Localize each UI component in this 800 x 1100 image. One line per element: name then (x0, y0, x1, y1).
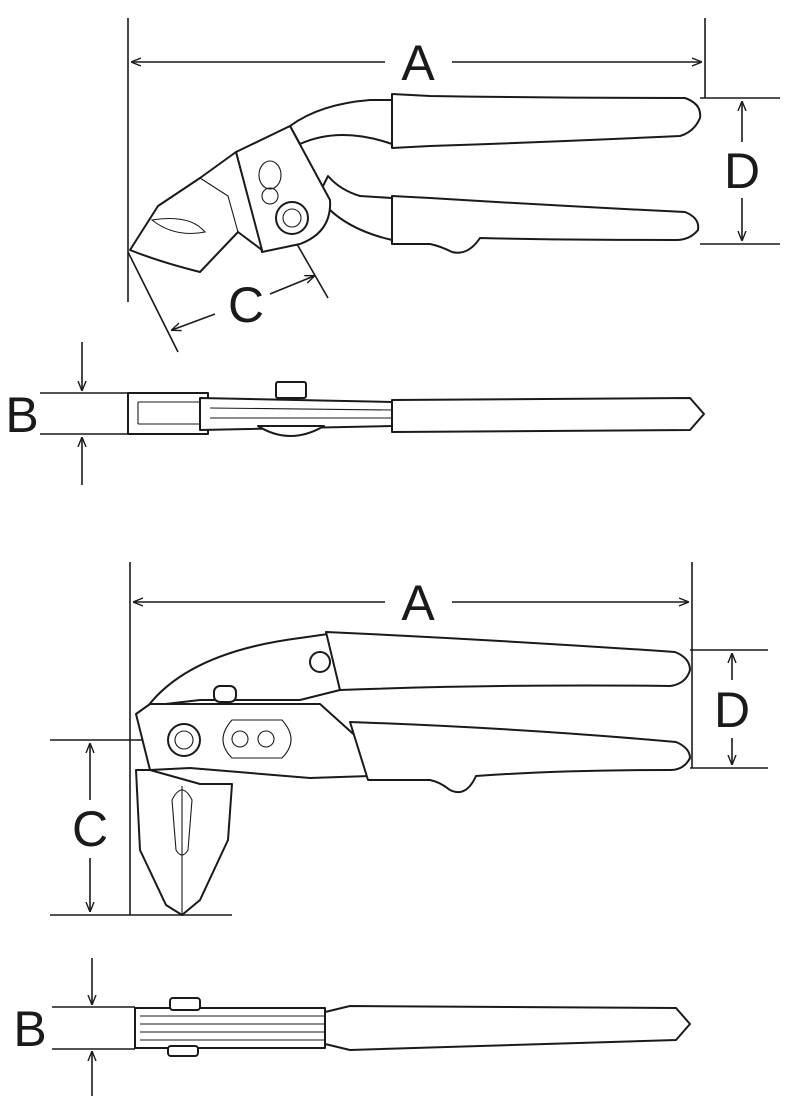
slot-notch-2 (257, 730, 275, 748)
dimension-a-label: A (401, 35, 435, 91)
spring-disc (257, 425, 325, 437)
handle-grip (391, 397, 705, 433)
extension-line-c-left (127, 251, 179, 353)
upper-handle-grip (391, 93, 702, 149)
plier-1-top-view: B (5, 342, 705, 485)
dimension-b-label: B (5, 387, 38, 443)
pivot-bolt-icon (275, 201, 309, 235)
jaw-bevel-line (199, 177, 239, 233)
lower-handle-grip (349, 721, 691, 794)
dimension-c-line-left (172, 313, 216, 330)
arm-body (134, 1007, 326, 1049)
spring-slot (258, 160, 282, 190)
lower-handle-grip (391, 195, 700, 254)
dimension-b-label: B (13, 1001, 46, 1057)
plier-2-top-view: B (13, 958, 691, 1096)
bolt-bottom-icon (167, 1045, 199, 1057)
slot-notch-1 (231, 730, 249, 748)
upper-handle-grip (325, 631, 691, 691)
dimension-d-label: D (714, 682, 750, 738)
dimension-d-label: D (724, 143, 760, 199)
pivot-bolt-inner (282, 208, 302, 228)
handle-grip (324, 1005, 691, 1051)
dimension-a-label: A (401, 575, 435, 631)
latch-icon (213, 685, 237, 703)
cutting-jaws (129, 151, 263, 273)
pivot-bolt-inner (174, 730, 194, 750)
plier-1-side-view: A D C (127, 18, 780, 353)
spring-slot-lower (261, 187, 279, 205)
bolt-top-icon (275, 381, 307, 399)
rivet-icon (309, 651, 331, 673)
upper-arm (147, 633, 341, 707)
jaw-edge-detail (150, 217, 207, 235)
plier-2-side-view: A D C (50, 562, 768, 916)
jaw-serration (171, 789, 193, 856)
dimension-c-label: C (72, 801, 108, 857)
dimension-c-line-right (269, 276, 314, 295)
pivot-bolt-icon (167, 723, 201, 757)
dimension-c-label: C (228, 277, 264, 333)
jaw-head (127, 392, 209, 435)
plier-jaws (135, 769, 233, 916)
arm-line-1 (209, 407, 393, 411)
bolt-top-icon (169, 997, 201, 1011)
adjust-slot (222, 719, 292, 759)
upper-arm (289, 99, 393, 145)
